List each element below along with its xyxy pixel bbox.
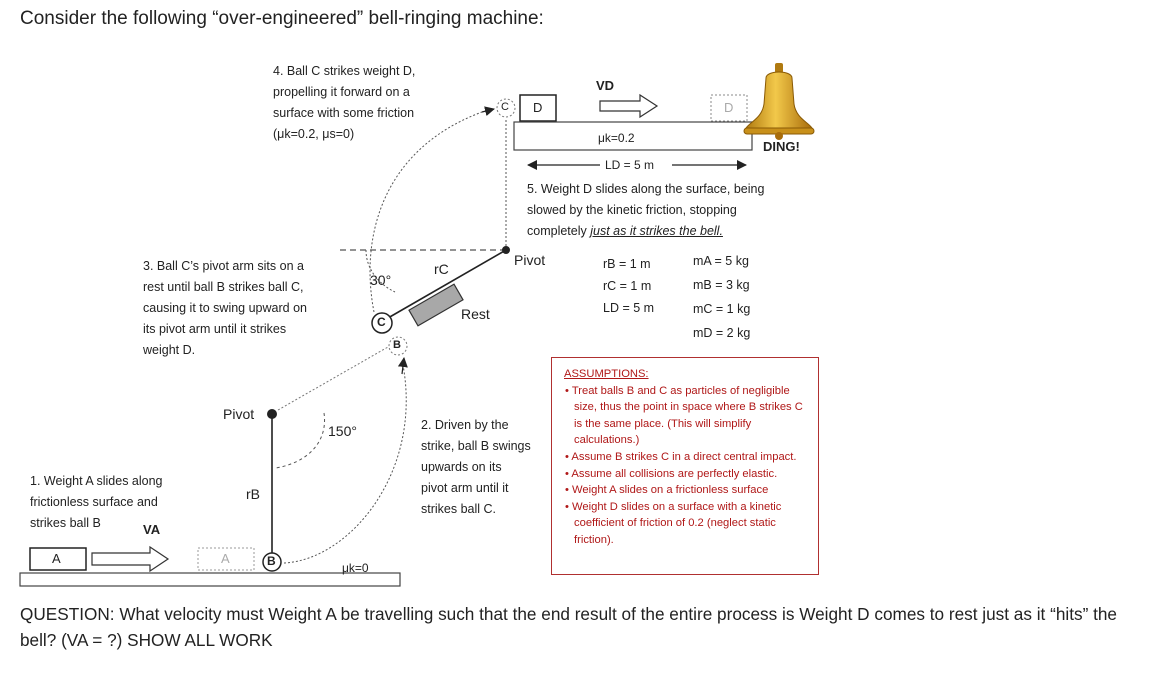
- question-text: QUESTION: What velocity must Weight A be…: [20, 604, 1117, 650]
- ball-b: [262, 552, 282, 572]
- ding-label: DING!: [763, 139, 800, 154]
- ball-b-label: B: [267, 554, 276, 568]
- masses-list: mA = 5 kg mB = 3 kg mC = 1 kg mD = 2 kg: [693, 254, 751, 340]
- mu-top-label: μk=0.2: [598, 131, 635, 145]
- angle-150-arc: [275, 412, 326, 469]
- step-2-text: 2. Driven by the strike, ball B swings u…: [421, 418, 531, 516]
- step-1-text: 1. Weight A slides along frictionless su…: [30, 474, 163, 530]
- mu-bottom-label: μk=0: [342, 561, 369, 575]
- vd-arrow: [599, 93, 659, 119]
- upper-surface: [513, 121, 753, 151]
- ball-c: [371, 312, 393, 334]
- rest-label: Rest: [461, 306, 490, 322]
- block-d-label: D: [533, 100, 543, 115]
- step-4-text: 4. Ball C strikes weight D, propelling i…: [273, 64, 416, 141]
- angle-30-label: 30°: [370, 272, 392, 288]
- assumption-item: • Treat balls B and C as particles of ne…: [565, 384, 803, 447]
- arm-c: [387, 249, 507, 319]
- angle-150-label: 150°: [328, 423, 357, 439]
- ball-c-top-label: C: [501, 101, 509, 113]
- rc-label: rC: [434, 261, 449, 277]
- va-label: VA: [143, 522, 161, 537]
- assumption-item: • Assume all collisions are perfectly el…: [565, 467, 778, 480]
- va-arrow: [91, 545, 170, 573]
- assumptions-box: ASSUMPTIONS: • Treat balls B and C as pa…: [551, 357, 819, 575]
- bell-icon: [743, 63, 815, 140]
- step-3-text: 3. Ball C’s pivot arm sits on a rest unt…: [143, 259, 307, 357]
- block-d-ghost: [710, 94, 748, 122]
- radii-list: rB = 1 m rC = 1 m LD = 5 m: [603, 257, 655, 315]
- ball-c-label: C: [377, 315, 386, 329]
- block-d-ghost-label: D: [724, 100, 734, 115]
- block-d: [519, 94, 557, 122]
- ball-b-top-label: B: [393, 339, 401, 351]
- vd-label: VD: [596, 78, 615, 93]
- rb-label: rB: [246, 486, 260, 502]
- pivot-upper-label: Pivot: [514, 252, 546, 268]
- assumption-item: • Assume B strikes C in a direct central…: [565, 450, 797, 463]
- angle-30-arc: [365, 249, 396, 293]
- ld-label: LD = 5 m: [605, 158, 655, 172]
- assumption-item: • Weight A slides on a frictionless surf…: [565, 484, 769, 497]
- pivot-lower-label: Pivot: [223, 406, 255, 422]
- block-a: [29, 547, 87, 571]
- block-a-label: A: [52, 551, 61, 566]
- page-title: Consider the following “over-engineered”…: [20, 8, 544, 29]
- block-a-ghost-label: A: [221, 551, 230, 566]
- assumption-item: • Weight D slides on a surface with a ki…: [565, 500, 782, 546]
- ball-c-top: [496, 98, 516, 118]
- ball-b-top: [388, 336, 408, 356]
- floor-surface: [19, 572, 401, 587]
- rest-block: [408, 283, 464, 327]
- block-a-ghost: [197, 547, 255, 571]
- step-5-text: 5. Weight D slides along the surface, be…: [527, 182, 765, 238]
- assumptions-heading: ASSUMPTIONS:: [564, 368, 649, 380]
- swing-path-c: [369, 111, 483, 313]
- step-5-emphasis: just as it strikes the bell.: [590, 224, 723, 238]
- swing-path-b: [283, 359, 407, 564]
